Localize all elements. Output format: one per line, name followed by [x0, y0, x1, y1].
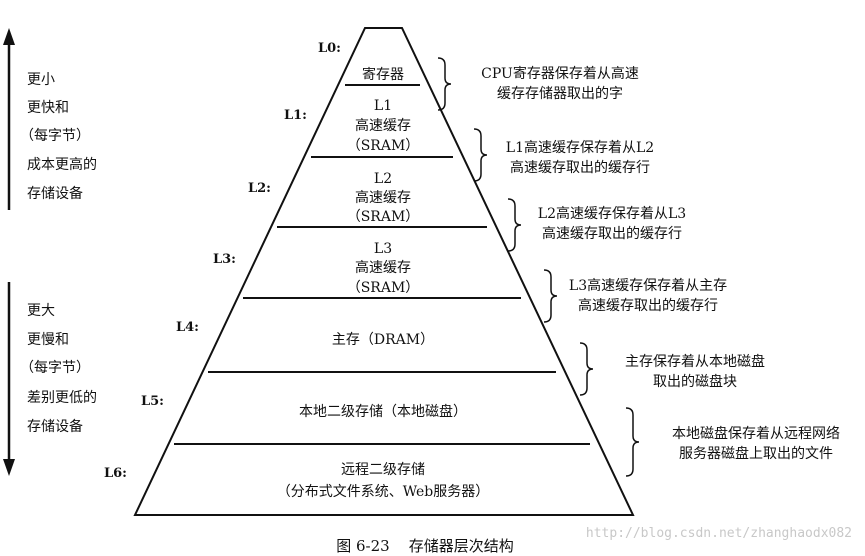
- tier-label-l3-type: 高速缓存: [355, 259, 411, 276]
- side-top-line1: 更小: [27, 72, 55, 88]
- brace-l5: [625, 407, 640, 477]
- tier-label-l6-detail: （分布式文件系统、Web服务器）: [277, 484, 490, 500]
- level-tag-l3: L3:: [213, 252, 236, 267]
- side-bottom-line1: 更大: [27, 303, 55, 319]
- figure-caption: 图 6-23 存储器层次结构: [336, 537, 514, 555]
- side-bottom-line3: （每字节）: [20, 360, 90, 376]
- level-tag-l4: L4:: [176, 320, 199, 335]
- desc-l1-line2: 高速缓存取出的缓存行: [510, 159, 650, 176]
- level-tag-l2: L2:: [248, 181, 271, 196]
- tier-label-l1-tech: （SRAM）: [347, 138, 420, 154]
- desc-l5-line2: 服务器磁盘上取出的文件: [679, 445, 833, 462]
- desc-l0-line1: CPU寄存器保存着从高速: [481, 65, 639, 82]
- brace-l4: [579, 342, 594, 396]
- side-top-line3: （每字节）: [20, 128, 90, 144]
- desc-l3-line2: 高速缓存取出的缓存行: [578, 297, 718, 314]
- desc-l4-line1: 主存保存着从本地磁盘: [625, 353, 765, 370]
- side-bottom-line5: 存储设备: [27, 418, 83, 435]
- arrow-down-icon: [3, 459, 15, 476]
- tier-label-l2-name: L2: [374, 171, 392, 187]
- side-bottom-line4: 差别更低的: [27, 390, 97, 406]
- watermark-url: http://blog.csdn.net/zhanghaodx082: [586, 526, 852, 541]
- desc-l0-line2: 缓存存储器取出的字: [497, 86, 623, 102]
- tier-label-l3-name: L3: [374, 241, 392, 257]
- level-tag-l5: L5:: [141, 394, 164, 409]
- side-top-line4: 成本更高的: [27, 156, 97, 173]
- desc-l3-line1: L3高速缓存保存着从主存: [569, 277, 727, 294]
- side-bottom-line2: 更慢和: [27, 331, 69, 348]
- desc-l2-line2: 高速缓存取出的缓存行: [542, 225, 682, 242]
- tier-label-l2-tech: （SRAM）: [347, 209, 420, 225]
- arrow-up-icon: [3, 28, 15, 45]
- desc-l2-line1: L2高速缓存保存着从L3: [538, 205, 686, 222]
- brace-l0: [437, 57, 452, 111]
- tier-label-l1-name: L1: [374, 98, 392, 114]
- tier-label-l5: 本地二级存储（本地磁盘）: [299, 403, 467, 420]
- tier-label-l0: 寄存器: [362, 66, 404, 83]
- pyramid-outline: [133, 27, 635, 516]
- side-top-line5: 存储设备: [27, 185, 83, 202]
- level-tag-l1: L1:: [284, 108, 307, 123]
- desc-l1-line1: L1高速缓存保存着从L2: [506, 139, 654, 156]
- side-top-line2: 更快和: [27, 100, 69, 116]
- desc-l4-line2: 取出的磁盘块: [653, 373, 737, 390]
- tier-label-l3-tech: （SRAM）: [347, 280, 420, 296]
- brace-l1: [473, 128, 488, 182]
- tier-label-l2-type: 高速缓存: [355, 189, 411, 206]
- level-tag-l0: L0:: [318, 41, 341, 56]
- level-tag-l6: L6:: [104, 466, 127, 481]
- tier-label-l1-type: 高速缓存: [355, 117, 411, 134]
- tier-label-l6-name: 远程二级存储: [341, 462, 425, 478]
- brace-l2: [507, 198, 522, 252]
- tier-label-l4: 主存（DRAM）: [332, 332, 434, 348]
- desc-l5-line1: 本地磁盘保存着从远程网络: [672, 425, 840, 442]
- brace-l3: [543, 269, 558, 323]
